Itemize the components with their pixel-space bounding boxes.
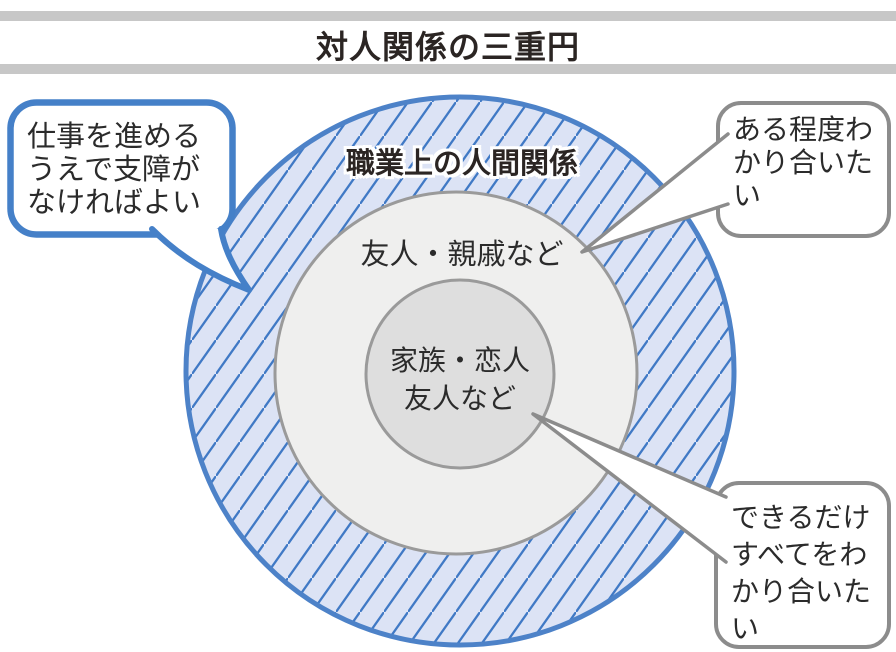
pointer-friends-wedge	[580, 132, 730, 254]
callout-work-tail	[149, 226, 252, 293]
callout-line: うえで支障が	[27, 152, 201, 186]
inner-circle-label: 家族・恋人 友人など	[390, 342, 530, 418]
inner-circle	[364, 278, 556, 470]
callout-line: かり合いた	[733, 146, 874, 179]
callout-line: できるだけ	[731, 501, 871, 534]
header-rule-bottom	[0, 64, 896, 74]
middle-circle-label: 友人・親戚など	[360, 237, 564, 271]
callout-line: 仕事を進める	[27, 119, 202, 153]
inner-circle-label-line: 家族・恋人	[389, 344, 531, 377]
callout-work-text: 仕事を進める うえで支障が なければよい	[27, 120, 201, 219]
pointer-family-wedge	[531, 412, 728, 564]
callout-family-bubble	[714, 481, 891, 649]
callout-line: なければよい	[27, 185, 202, 219]
callout-line: ある程度わ	[733, 113, 874, 146]
callout-line: かり合いた	[731, 575, 872, 608]
callout-work-bubble	[7, 99, 236, 238]
callout-family-text: できるだけ すべてをわ かり合いた い	[731, 499, 871, 647]
callout-line: い	[731, 612, 760, 645]
header-rule-top	[0, 11, 896, 21]
callout-line: い	[733, 179, 762, 212]
callout-acquaint-text: ある程度わ かり合いた い	[733, 113, 873, 212]
outer-circle-label: 職業上の人間関係	[345, 146, 579, 180]
callout-line: すべてをわ	[731, 538, 868, 571]
page-title: 対人関係の三重円	[315, 28, 580, 66]
inner-circle-label-line: 友人など	[403, 382, 517, 415]
